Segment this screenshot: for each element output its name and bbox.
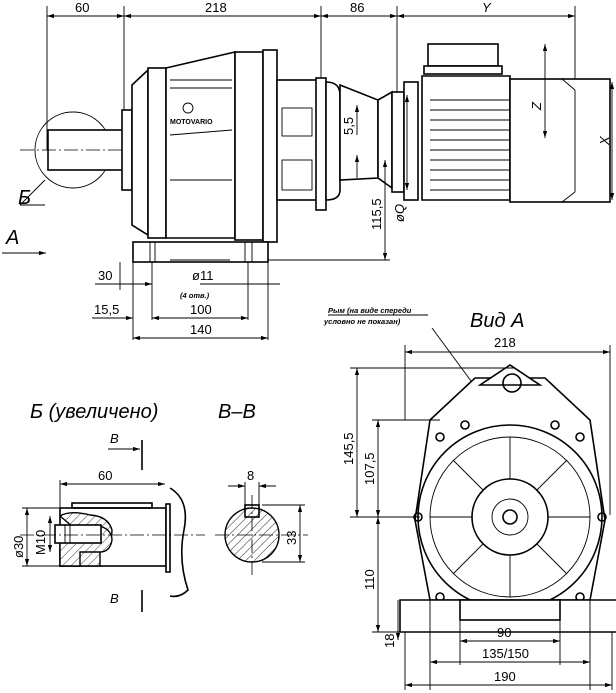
section-dim-8: 8: [247, 468, 254, 483]
front-view: Вид А Рым (на виде спереди условно не по…: [323, 306, 616, 690]
side-bottom-dims: 30 ø11 (4 отв.) 15,5 100 140: [92, 262, 280, 341]
gearbox-base: [132, 241, 390, 263]
fan-ribs: [430, 437, 590, 597]
note-line-2: условно не показан): [323, 317, 401, 326]
detail-b-title: Б (увеличено): [30, 401, 158, 423]
section-mark-top: В: [110, 431, 119, 446]
dim-15-5: 15,5: [94, 302, 119, 317]
view-arrow-a: A: [2, 227, 46, 256]
detail-dim-phi30: ø30: [11, 536, 26, 558]
front-dim-90: 90: [497, 625, 511, 640]
dim-100: 100: [190, 302, 212, 317]
detail-dim-m10: M10: [33, 530, 48, 555]
hole-diameter: ø11: [192, 268, 213, 283]
section-mark-bottom: В: [110, 591, 119, 606]
detail-b: Б (увеличено) В В 60 ø30 M10: [11, 401, 205, 612]
dim-60: 60: [75, 0, 89, 15]
dim-86: 86: [350, 0, 364, 15]
front-dim-145-5: 145,5: [341, 432, 356, 465]
dim-115-5: 115,5: [369, 198, 384, 230]
view-arrow-label: A: [5, 227, 19, 249]
front-dim-218: 218: [494, 335, 516, 350]
front-dim-135-150: 135/150: [482, 646, 529, 661]
detail-dim-60: 60: [98, 468, 112, 483]
side-view: 60 218 86 Y Б A: [2, 0, 615, 341]
dim-z: Z: [529, 101, 544, 111]
side-vertical-dims: 5,5 115,5 øQ Z X: [341, 44, 615, 260]
dim-5-5: 5,5: [341, 117, 356, 135]
note-line-1: Рым (на виде спереди: [328, 306, 412, 315]
section-vv: В–В 8 33: [215, 401, 308, 575]
dim-30: 30: [98, 268, 112, 283]
section-dim-33: 33: [284, 531, 299, 545]
dim-x: X: [597, 135, 612, 146]
dim-y: Y: [482, 0, 492, 15]
brand-logo: MOTOVARIO: [170, 119, 213, 126]
dim-140: 140: [190, 322, 212, 337]
top-dimension-chain: 60 218 86 Y: [46, 0, 576, 150]
front-dim-110: 110: [362, 569, 377, 590]
front-dim-190: 190: [494, 669, 516, 684]
dim-phi-q: øQ: [392, 204, 407, 222]
front-dim-18: 18: [382, 634, 397, 648]
section-vv-title: В–В: [218, 401, 256, 423]
front-dim-107-5: 107,5: [362, 452, 377, 485]
dim-218: 218: [205, 0, 227, 15]
electric-motor: [421, 43, 611, 203]
hole-count: (4 отв.): [180, 291, 210, 300]
front-view-title: Вид А: [470, 310, 524, 332]
callout-b: Б: [18, 187, 31, 209]
